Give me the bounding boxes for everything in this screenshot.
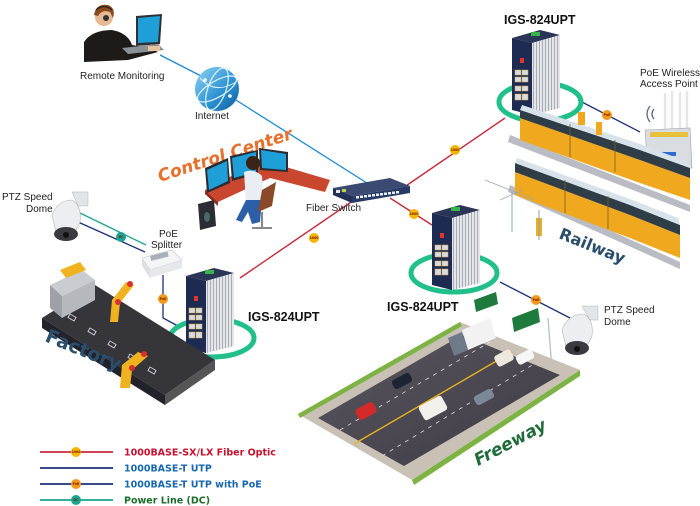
switch-left-device (167, 268, 257, 360)
legend-label: Power Line (DC) (124, 496, 210, 506)
ptz-left-label-line1: PTZ Speed (2, 192, 53, 203)
fiber-switch-device (333, 178, 410, 203)
ptz-right-label-line1: PTZ Speed (604, 305, 655, 316)
fiber-badge: 1000 (309, 233, 319, 243)
legend-item: DC Power Line (DC) (40, 495, 210, 506)
legend-label: 1000BASE-T UTP (124, 464, 212, 475)
poe-ap-label-line2: Access Point (640, 79, 698, 90)
svg-text:DC: DC (119, 235, 125, 239)
poe-ap-label-line1: PoE Wireless (640, 68, 700, 79)
ptz-camera-left-device (51, 191, 89, 241)
control-center-workstation (198, 148, 330, 230)
switch-top-device (496, 30, 584, 124)
svg-text:1000: 1000 (310, 236, 320, 240)
legend: 1000 1000BASE-SX/LX Fiber Optic 1000BASE-T… (40, 447, 276, 506)
poe-badge: PoE (158, 294, 168, 304)
freeway-scene (298, 292, 580, 485)
ptz-right-label-line2: Dome (604, 317, 631, 328)
switch-mid-device (408, 205, 500, 295)
ptz-camera-right-device (561, 305, 599, 355)
link-internet-to-fiber-switch (227, 94, 379, 191)
poe-badge: PoE (602, 110, 612, 120)
poe-splitter-device (141, 249, 183, 278)
line-badges: 1000 1000 1000 PoE PoE PoE DC (116, 110, 612, 305)
svg-text:1000: 1000 (451, 148, 461, 152)
link-splitter-to-switch-left (162, 275, 179, 327)
remote-monitoring-label: Remote Monitoring (80, 71, 164, 82)
svg-text:PoE: PoE (533, 298, 540, 302)
railway-scene (484, 105, 690, 269)
poe-splitter-label-line2: Splitter (151, 240, 183, 251)
legend-badge (71, 495, 81, 505)
fiber-badge: 1000 (409, 209, 419, 219)
ptz-left-label-line2: Dome (26, 204, 53, 215)
svg-text:PoE: PoE (604, 113, 611, 117)
switch-mid-label: IGS-824UPT (387, 300, 459, 314)
legend-badge (71, 479, 81, 489)
link-remote-to-internet (159, 54, 206, 79)
link-fiber-switch-to-switch-left (239, 195, 361, 279)
svg-text:1000: 1000 (410, 212, 420, 216)
switch-top-label: IGS-824UPT (504, 13, 576, 27)
legend-item: 1000 1000BASE-SX/LX Fiber Optic (40, 447, 276, 459)
legend-label: 1000BASE-T UTP with PoE (124, 480, 262, 491)
legend-badge-text: 1000 (72, 450, 82, 454)
legend-label: 1000BASE-SX/LX Fiber Optic (124, 448, 276, 459)
fiber-badge: 1000 (450, 145, 460, 155)
legend-badge-text: DC (74, 498, 80, 502)
legend-item: 1000BASE-T UTP (40, 464, 212, 475)
internet-globe-icon (195, 67, 239, 111)
legend-badge (71, 447, 81, 457)
switch-left-label: IGS-824UPT (248, 310, 320, 324)
dc-badge: DC (116, 232, 126, 242)
svg-text:PoE: PoE (160, 297, 167, 301)
factory-scene (42, 262, 215, 405)
legend-badge-text: PoE (73, 482, 80, 486)
legend-item: PoE 1000BASE-T UTP with PoE (40, 479, 262, 491)
poe-badge: PoE (531, 295, 541, 305)
link-splitter-to-ptz-left-dc (79, 212, 147, 246)
remote-monitoring-person (84, 4, 164, 62)
fiber-switch-label: Fiber Switch (306, 203, 361, 214)
internet-label: Internet (195, 111, 229, 122)
poe-splitter-label-line1: PoE (159, 229, 178, 240)
link-splitter-to-ptz-left-utp (77, 221, 146, 253)
